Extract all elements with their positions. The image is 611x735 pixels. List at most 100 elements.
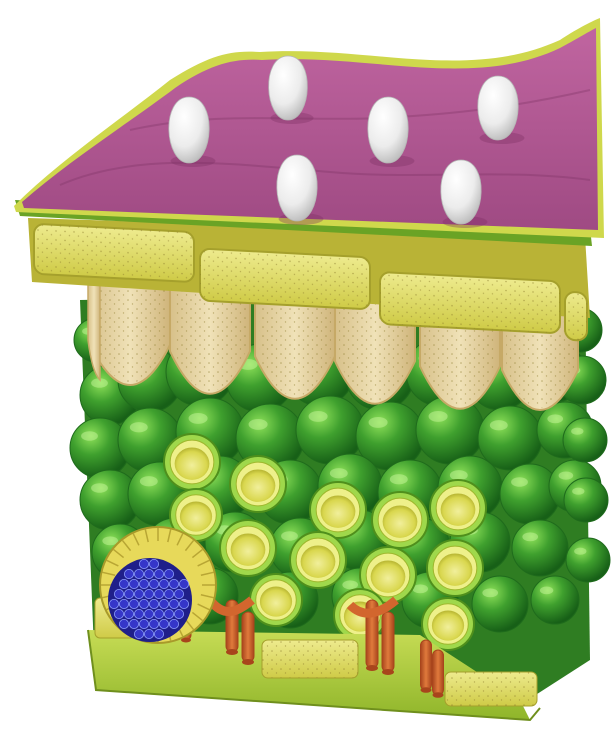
pipe-opening <box>433 692 444 698</box>
sphere-highlight <box>189 413 208 424</box>
cell-texture <box>565 292 587 341</box>
blue-tube <box>124 609 133 618</box>
blue-tube <box>159 619 168 628</box>
blue-tube <box>169 619 178 628</box>
blue-tube <box>139 579 148 588</box>
blue-tube <box>174 609 183 618</box>
blue-tube <box>119 599 128 608</box>
green-sphere-cell <box>531 576 579 624</box>
sphere-highlight <box>571 428 583 435</box>
blue-tube <box>144 589 153 598</box>
sphere-highlight <box>140 476 158 486</box>
blue-tube <box>119 579 128 588</box>
blue-tube <box>154 629 163 638</box>
sphere-highlight <box>511 477 528 487</box>
blue-tube <box>124 589 133 598</box>
blue-tube <box>109 599 118 608</box>
blue-tube <box>169 599 178 608</box>
green-sphere-cell <box>564 478 608 522</box>
blue-tube <box>139 619 148 628</box>
egg-icon <box>368 97 408 163</box>
blue-tube <box>114 609 123 618</box>
ring-cell-lumen <box>371 560 406 592</box>
pipe-opening <box>366 665 378 671</box>
sphere-highlight <box>390 474 408 484</box>
pipe-opening <box>242 659 254 665</box>
egg-icon <box>277 155 317 221</box>
blue-tube <box>154 609 163 618</box>
blue-tube <box>179 599 188 608</box>
blue-tube <box>164 609 173 618</box>
pipe-opening <box>382 669 394 675</box>
sphere-highlight <box>369 417 388 428</box>
ring-cell-lumen <box>441 493 476 525</box>
ring-cell-lumen <box>432 610 464 640</box>
ring-cell-lumen <box>241 469 276 501</box>
blue-tube <box>139 599 148 608</box>
blue-tube <box>144 569 153 578</box>
egg-icon <box>478 76 518 140</box>
egg-icon <box>169 97 209 163</box>
blue-tube <box>129 619 138 628</box>
green-sphere-cell <box>472 576 528 632</box>
ring-cell-lumen <box>175 447 210 479</box>
sphere-highlight <box>342 580 358 589</box>
green-sphere-cell <box>478 406 542 470</box>
sphere-highlight <box>540 587 553 595</box>
sphere-highlight <box>330 468 348 478</box>
blue-tube <box>134 589 143 598</box>
ring-cell-lumen <box>180 501 212 531</box>
blue-tube <box>159 599 168 608</box>
blue-tube <box>144 609 153 618</box>
sphere-highlight <box>130 422 148 432</box>
pipe-opening <box>226 649 238 655</box>
cell-texture <box>380 272 560 333</box>
base-cell-texture <box>262 640 358 678</box>
blue-tube <box>164 569 173 578</box>
pipe-opening <box>421 687 432 693</box>
tube-bundle <box>100 527 216 643</box>
blue-tube <box>129 599 138 608</box>
sphere-highlight <box>450 470 468 480</box>
blue-tube <box>139 559 148 568</box>
sphere-highlight <box>482 588 498 597</box>
egg-icon <box>269 56 308 120</box>
ring-cell-lumen <box>383 505 418 537</box>
sphere-highlight <box>81 431 98 441</box>
blue-tube <box>164 589 173 598</box>
sphere-highlight <box>572 488 584 495</box>
ring-cell-lumen <box>438 553 473 585</box>
ring-cell-lumen <box>260 586 292 616</box>
sphere-highlight <box>547 414 563 423</box>
ring-cell-lumen <box>321 495 356 527</box>
egg-icon <box>441 160 481 224</box>
blue-tube <box>114 589 123 598</box>
blue-tube <box>149 619 158 628</box>
sphere-highlight <box>249 419 268 430</box>
blue-tube <box>134 569 143 578</box>
sphere-highlight <box>574 548 586 555</box>
green-sphere-cell <box>512 520 568 576</box>
sphere-highlight <box>559 471 574 479</box>
blue-tube <box>149 579 158 588</box>
blue-tube <box>169 579 178 588</box>
cell-texture <box>200 248 370 309</box>
cell-texture <box>34 224 194 282</box>
ring-cell-lumen <box>231 533 266 565</box>
pipe-icon <box>382 612 394 672</box>
pipe-icon <box>242 612 254 662</box>
pipe-icon <box>433 650 444 695</box>
sphere-highlight <box>490 420 508 430</box>
green-sphere-cell <box>563 418 607 462</box>
blue-tube <box>119 619 128 628</box>
blue-tube <box>134 629 143 638</box>
blue-tube <box>179 579 188 588</box>
blue-tube <box>149 599 158 608</box>
blue-tube <box>154 569 163 578</box>
sphere-highlight <box>309 411 328 422</box>
blue-tube <box>174 589 183 598</box>
blue-tube <box>129 579 138 588</box>
top-surface <box>14 18 604 238</box>
sphere-highlight <box>281 531 298 541</box>
